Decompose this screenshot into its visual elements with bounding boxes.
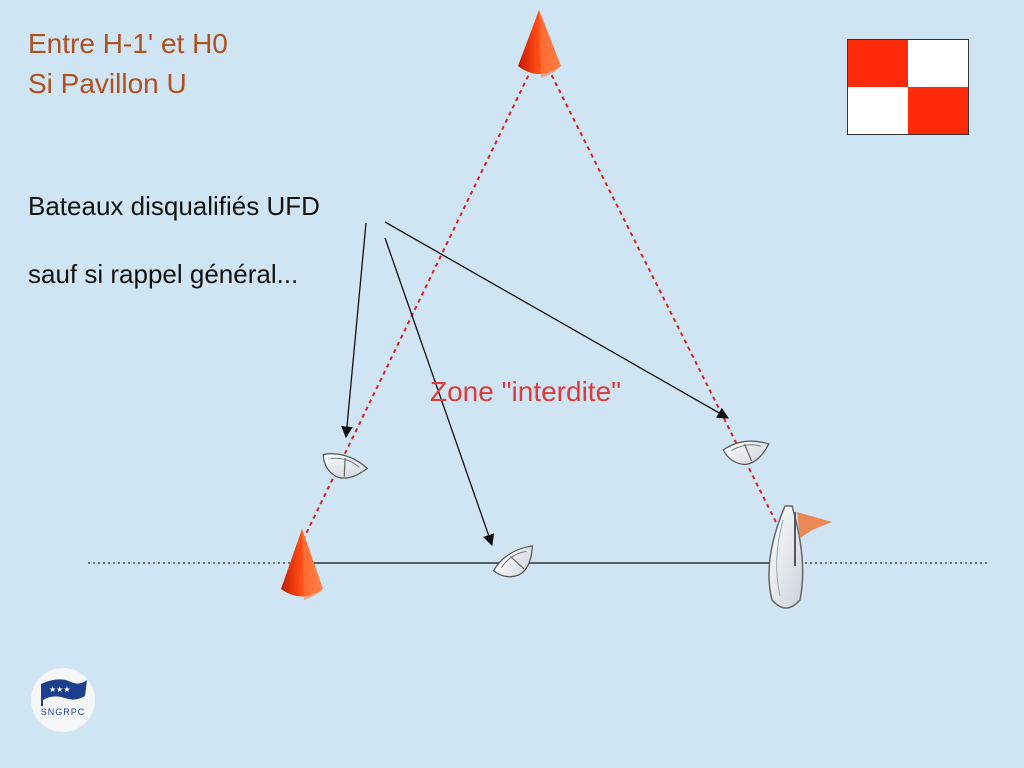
boat-left bbox=[322, 453, 369, 479]
logo-text: SNGRPC bbox=[40, 707, 86, 717]
arrow-to-boat-left bbox=[341, 222, 367, 439]
committee-boat bbox=[768, 505, 832, 609]
pin-end-buoy bbox=[281, 529, 323, 600]
flag-cell-bottom-right bbox=[908, 87, 968, 134]
logo-flag-icon: ★★★ bbox=[41, 679, 87, 706]
boat-center bbox=[492, 545, 534, 578]
arrow-to-boat-center bbox=[384, 237, 495, 547]
layline-right bbox=[547, 67, 791, 551]
arrow-to-boat-right bbox=[384, 221, 730, 419]
flag-cell-top-right bbox=[908, 40, 968, 87]
pavillon-u-flag bbox=[847, 39, 969, 135]
committee-flag bbox=[797, 512, 832, 538]
title-line-2: Si Pavillon U bbox=[28, 68, 187, 99]
flag-cell-bottom-left bbox=[848, 87, 908, 134]
flag-cell-top-left bbox=[848, 40, 908, 87]
ufd-note: Bateaux disqualifiés UFD bbox=[28, 191, 320, 221]
general-recall-note: sauf si rappel général... bbox=[28, 259, 299, 289]
windward-buoy bbox=[518, 10, 561, 78]
club-logo: ★★★ SNGRPC bbox=[31, 668, 95, 732]
svg-text:★★★: ★★★ bbox=[49, 685, 71, 694]
forbidden-zone-label: Zone "interdite" bbox=[430, 376, 622, 407]
title-line-1: Entre H-1' et H0 bbox=[28, 28, 228, 59]
boat-right bbox=[722, 440, 770, 466]
